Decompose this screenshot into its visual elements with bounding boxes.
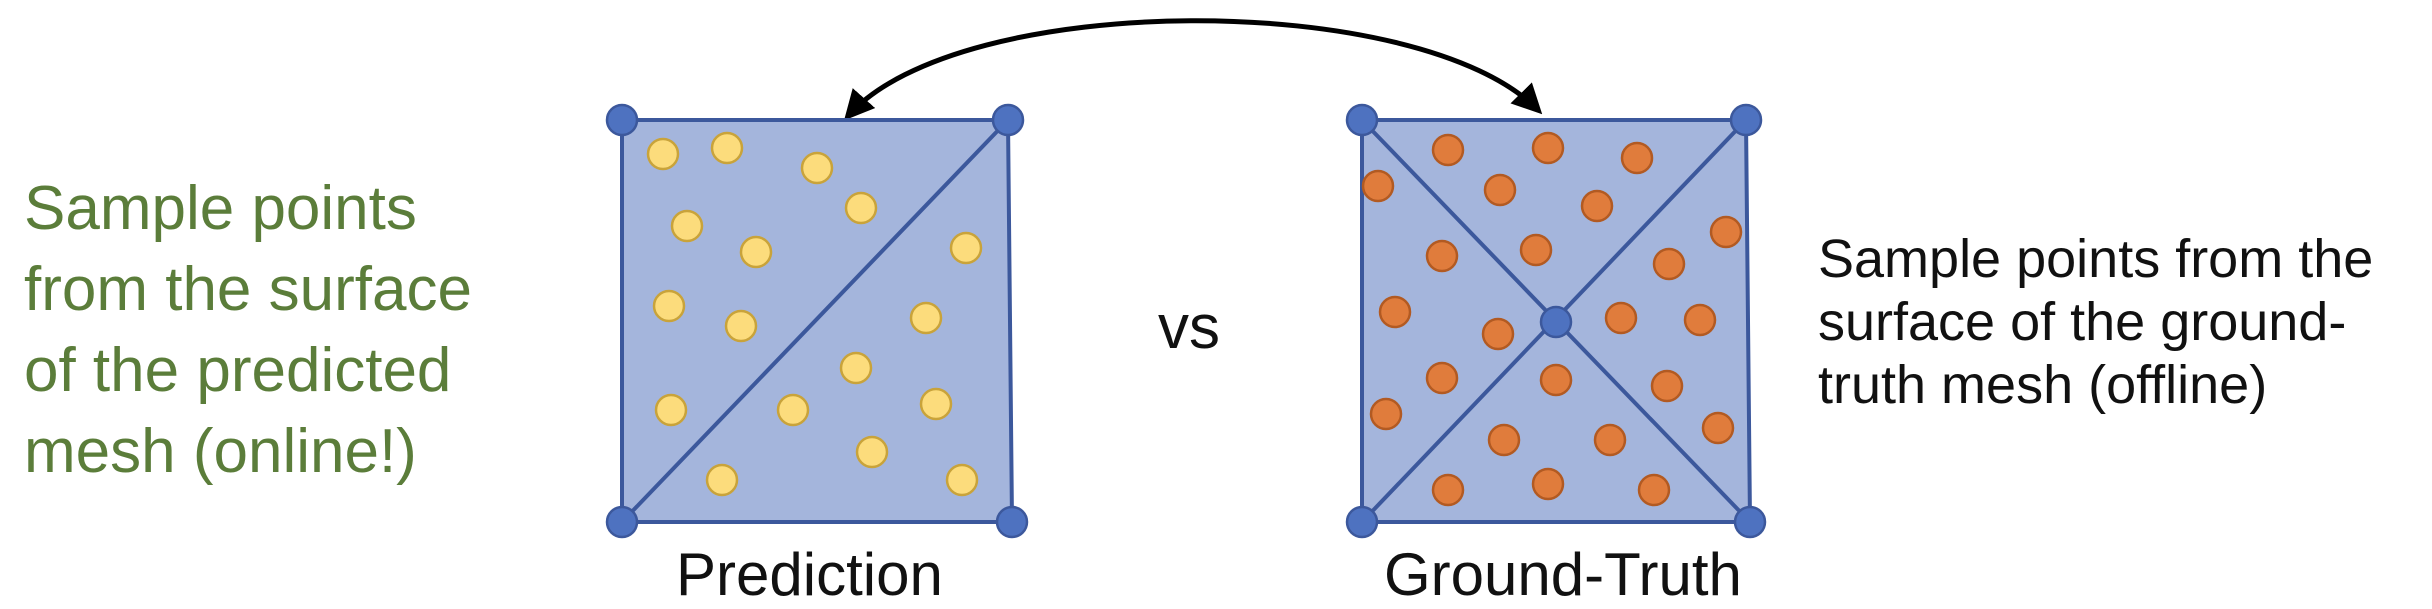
ground-truth-vertex	[1345, 505, 1379, 539]
ground-truth-vertex	[1733, 505, 1767, 539]
prediction-sample-point	[909, 301, 943, 335]
prediction-sample-point	[710, 131, 744, 165]
comparison-arrow	[844, 18, 1543, 121]
prediction-sample-point	[844, 191, 878, 225]
prediction-sample-point	[949, 231, 983, 265]
left-caption-line-2: from the surface	[24, 255, 472, 324]
ground-truth-sample-point	[1637, 473, 1671, 507]
prediction-sample-point	[739, 235, 773, 269]
ground-truth-sample-point	[1620, 141, 1654, 175]
ground-truth-sample-point	[1531, 131, 1565, 165]
right-caption-line-2: surface of the ground-	[1818, 292, 2347, 352]
ground-truth-sample-point	[1683, 303, 1717, 337]
prediction-vertex	[995, 505, 1029, 539]
prediction-label: Prediction	[676, 541, 943, 608]
ground-truth-vertex	[1539, 305, 1573, 339]
ground-truth-sample-point	[1378, 295, 1412, 329]
ground-truth-sample-point	[1481, 317, 1515, 351]
prediction-vertices	[605, 103, 1029, 539]
ground-truth-vertices	[1345, 103, 1767, 539]
ground-truth-sample-point	[1519, 233, 1553, 267]
ground-truth-sample-point	[1483, 173, 1517, 207]
right-caption-line-3: truth mesh (offline)	[1818, 355, 2268, 415]
ground-truth-sample-point	[1580, 189, 1614, 223]
ground-truth-vertex	[1345, 103, 1379, 137]
prediction-mesh	[605, 103, 1029, 539]
ground-truth-sample-point	[1431, 133, 1465, 167]
prediction-sample-point	[839, 351, 873, 385]
ground-truth-sample-points	[1361, 131, 1743, 507]
prediction-sample-point	[670, 209, 704, 243]
prediction-sample-point	[945, 463, 979, 497]
prediction-sample-point	[800, 151, 834, 185]
left-caption-line-4: mesh (online!)	[24, 417, 417, 486]
ground-truth-sample-point	[1369, 397, 1403, 431]
ground-truth-vertex	[1729, 103, 1763, 137]
ground-truth-sample-point	[1425, 361, 1459, 395]
prediction-sample-point	[654, 393, 688, 427]
prediction-sample-points	[646, 131, 983, 497]
prediction-sample-point	[646, 137, 680, 171]
vs-label: vs	[1158, 293, 1220, 362]
right-caption: Sample points from the surface of the gr…	[1818, 228, 2418, 417]
ground-truth-sample-point	[1593, 423, 1627, 457]
left-caption-line-1: Sample points	[24, 174, 417, 243]
left-caption-line-3: of the predicted	[24, 336, 452, 405]
prediction-vertex	[605, 103, 639, 137]
ground-truth-sample-point	[1701, 411, 1735, 445]
prediction-vertex	[991, 103, 1025, 137]
ground-truth-sample-point	[1539, 363, 1573, 397]
left-caption: Sample points from the surface of the pr…	[24, 168, 544, 492]
prediction-sample-point	[776, 393, 810, 427]
ground-truth-sample-point	[1487, 423, 1521, 457]
ground-truth-label: Ground-Truth	[1384, 541, 1742, 608]
ground-truth-sample-point	[1531, 467, 1565, 501]
ground-truth-sample-point	[1604, 301, 1638, 335]
ground-truth-sample-point	[1425, 239, 1459, 273]
ground-truth-sample-point	[1652, 247, 1686, 281]
prediction-mesh-diagonal	[620, 118, 1010, 524]
prediction-sample-point	[724, 309, 758, 343]
prediction-sample-point	[855, 435, 889, 469]
ground-truth-sample-point	[1361, 169, 1395, 203]
prediction-sample-point	[652, 289, 686, 323]
ground-truth-sample-point	[1709, 215, 1743, 249]
prediction-vertex	[605, 505, 639, 539]
ground-truth-sample-point	[1650, 369, 1684, 403]
prediction-sample-point	[705, 463, 739, 497]
ground-truth-sample-point	[1431, 473, 1465, 507]
right-caption-line-1: Sample points from the	[1818, 229, 2374, 289]
prediction-sample-point	[919, 387, 953, 421]
ground-truth-mesh	[1345, 103, 1767, 539]
